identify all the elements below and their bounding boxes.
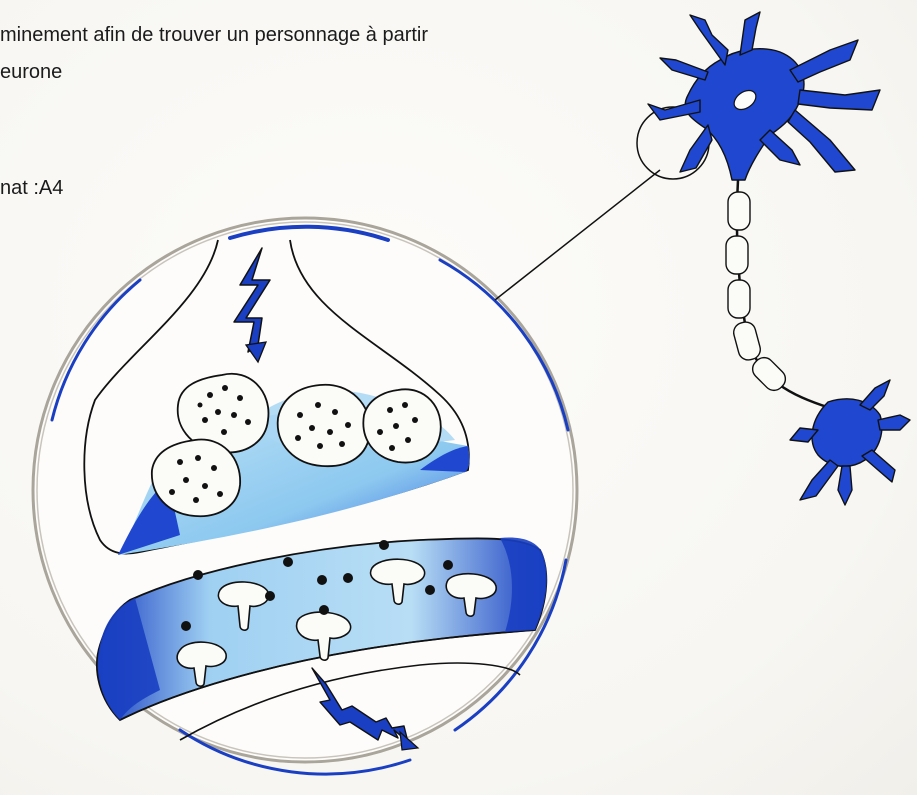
vesicle bbox=[363, 389, 440, 462]
vesicle bbox=[152, 440, 240, 517]
vesicle bbox=[278, 385, 370, 466]
myelin-sheaths bbox=[726, 192, 790, 395]
connector-line bbox=[495, 170, 660, 300]
neuron-drawing bbox=[637, 12, 910, 505]
